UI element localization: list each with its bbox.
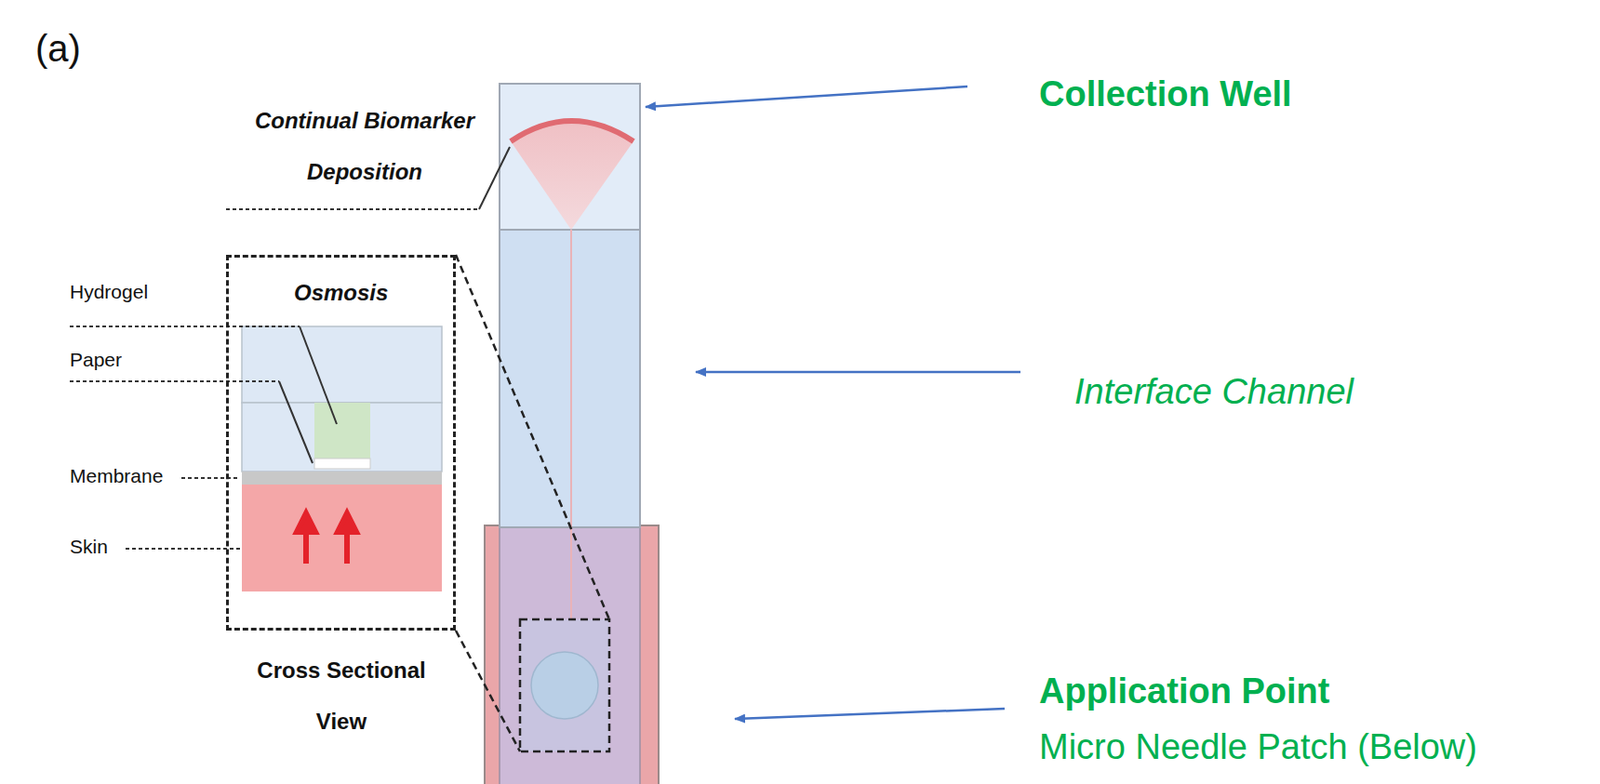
section-heading: Osmosis xyxy=(293,280,388,307)
panel-letter: (a) xyxy=(35,26,81,70)
part-name: Micro Needle Patch (Below) xyxy=(1039,727,1478,769)
callout-text: Continual Biomarker Deposition xyxy=(239,94,491,198)
cross-section-frame: OsmosisCross Sectional View xyxy=(226,254,456,631)
layer-label: Paper xyxy=(69,348,122,372)
layer-label: Hydrogel xyxy=(69,280,148,304)
part-name: Application Point xyxy=(1039,671,1330,713)
layer-label: Skin xyxy=(69,535,108,559)
layer-label: Membrane xyxy=(69,465,163,488)
part-name: Collection Well xyxy=(1039,74,1293,116)
part-name: Interface Channel xyxy=(1074,372,1354,414)
section-caption: Cross Sectional View xyxy=(229,644,454,747)
